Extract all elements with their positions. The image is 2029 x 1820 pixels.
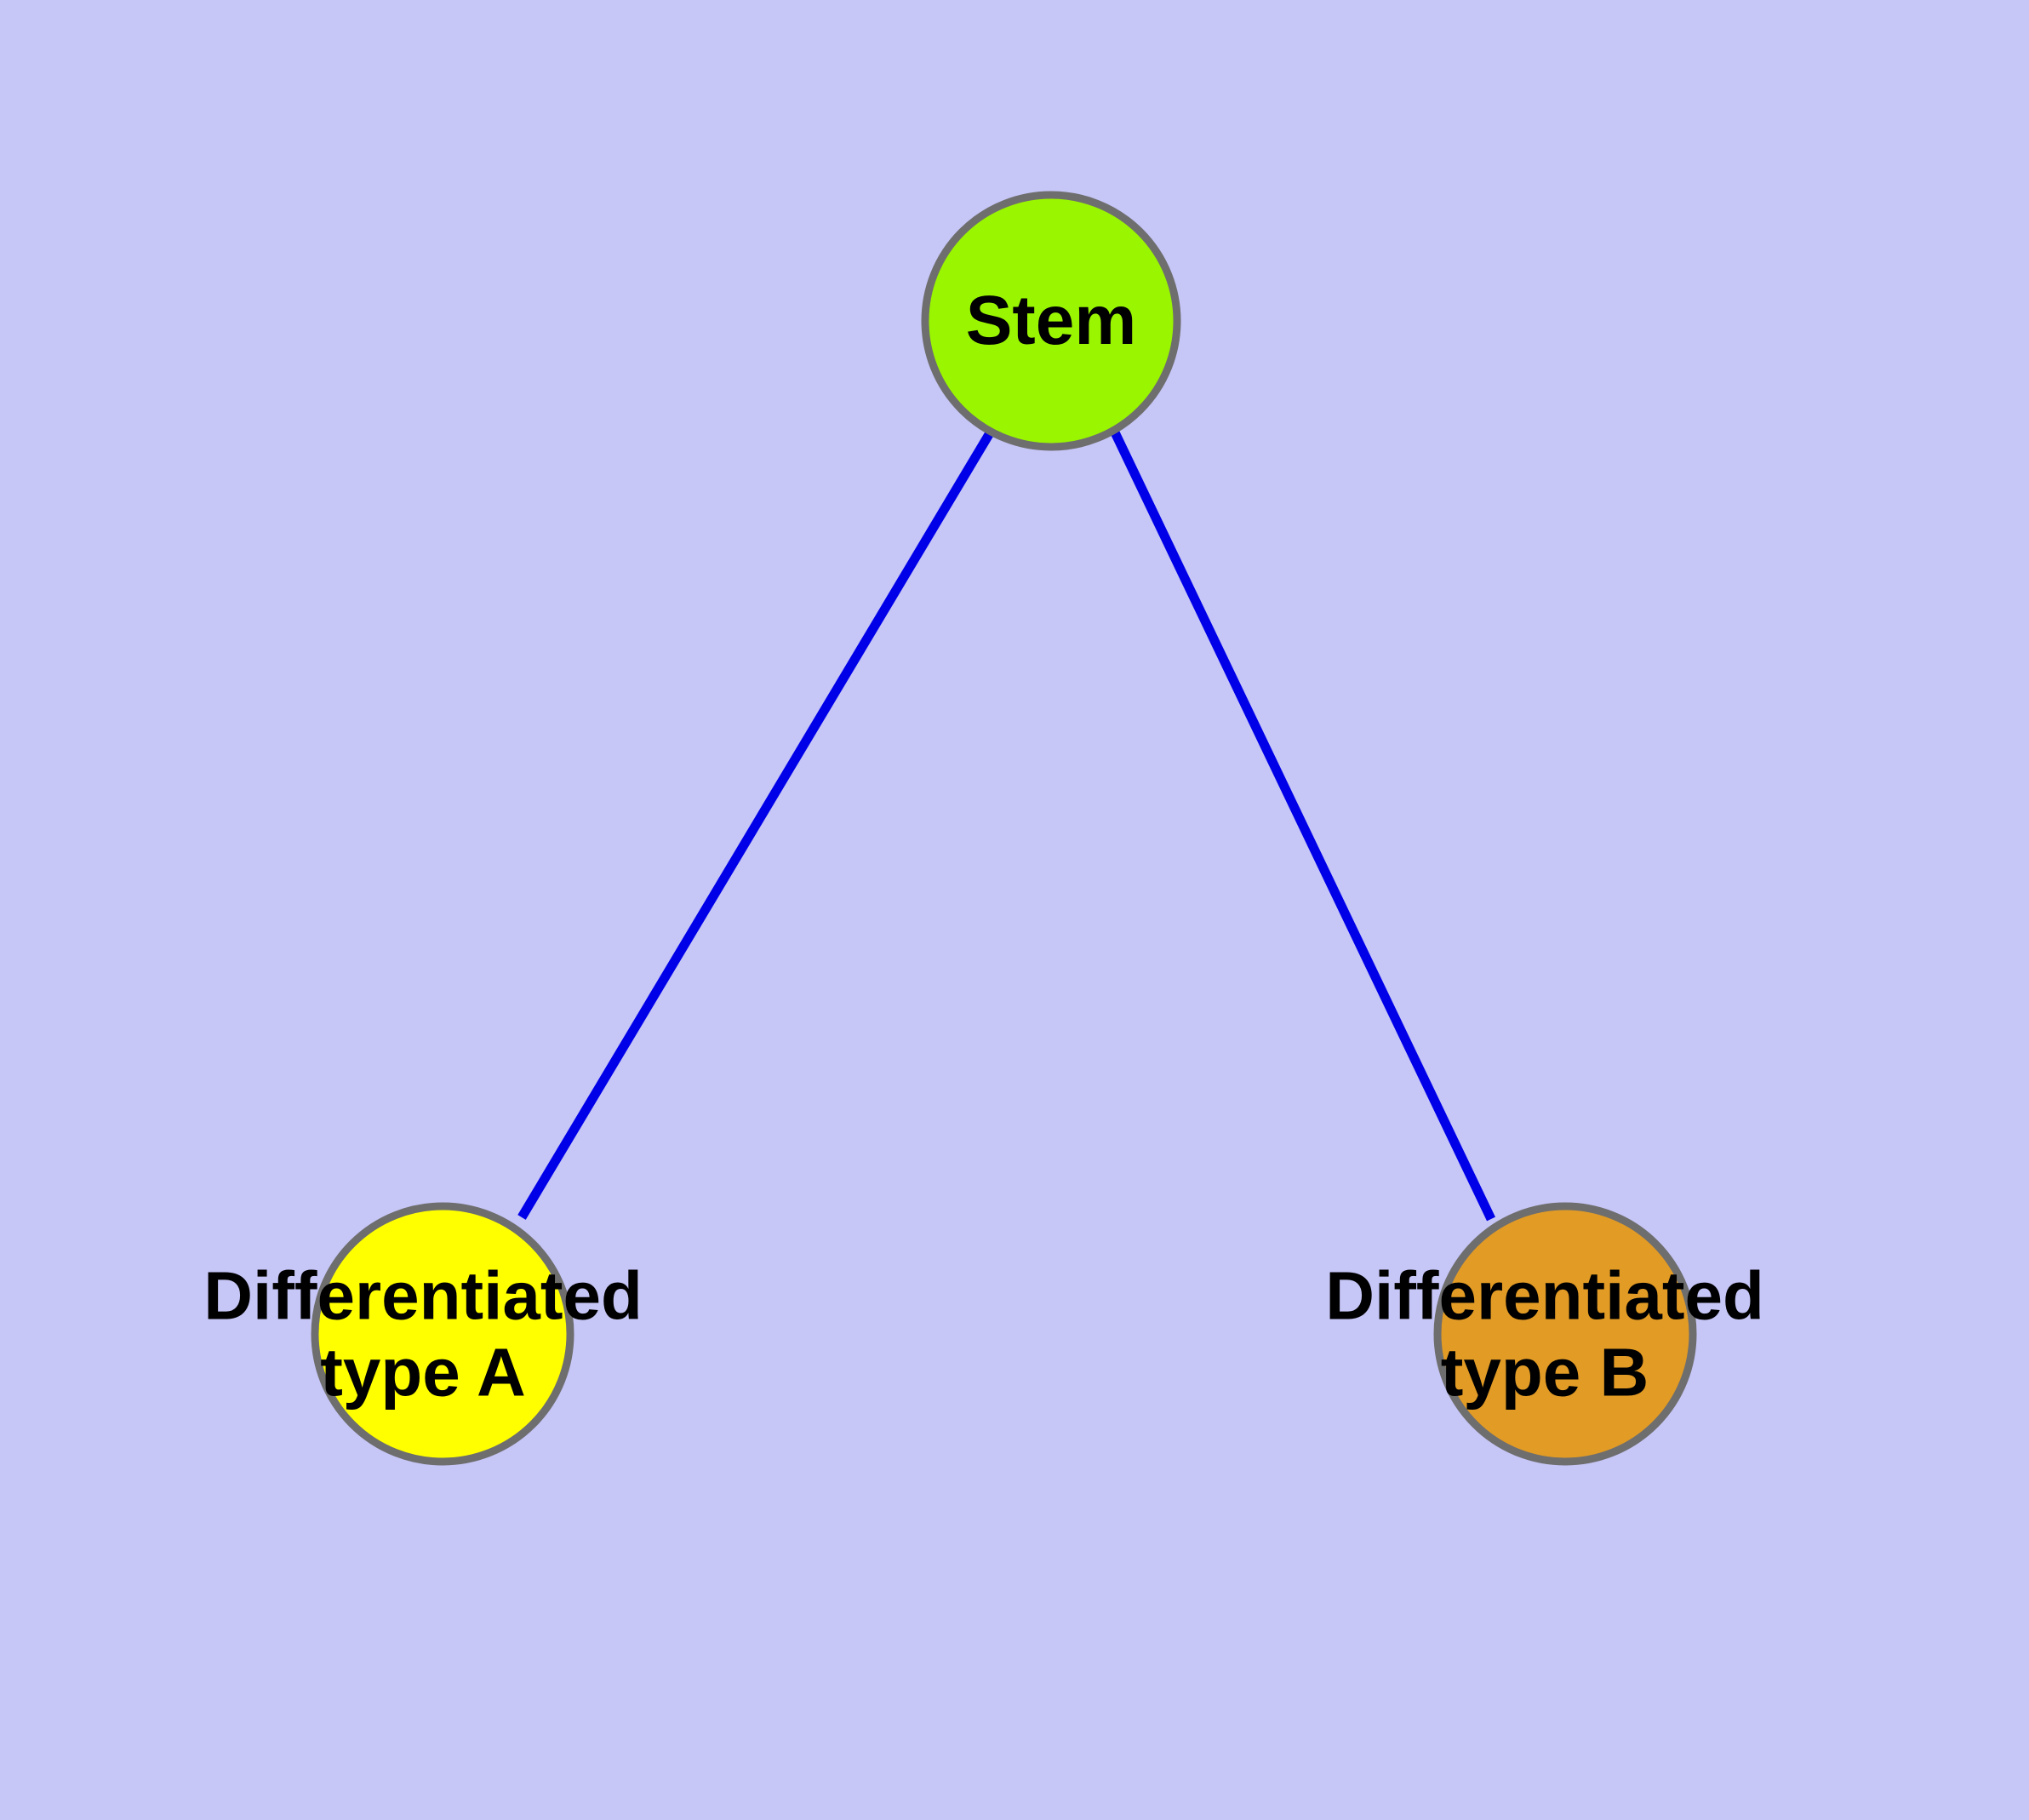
edges-layer [517,429,1495,1222]
nodes-layer [311,191,1697,1466]
node-differentiated-type-b[interactable] [1433,1202,1697,1466]
node-stem[interactable] [921,191,1181,451]
edge-stem-to-differentiated-type-b[interactable] [1111,430,1495,1222]
node-differentiated-type-a[interactable] [311,1202,574,1466]
edge-stem-to-differentiated-type-a[interactable] [517,429,995,1220]
